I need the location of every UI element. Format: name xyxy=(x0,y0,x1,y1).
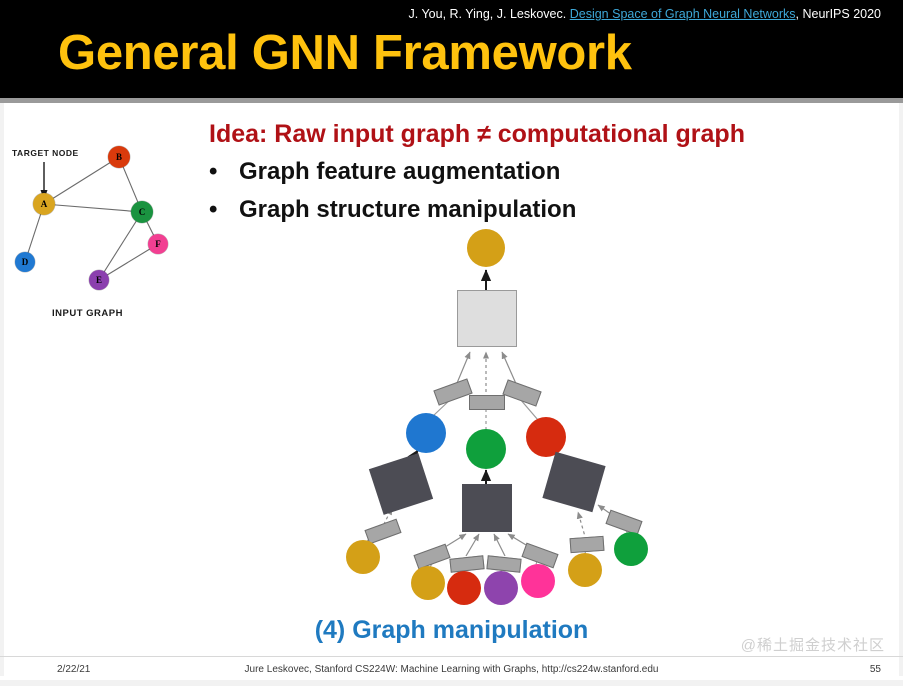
leaf-node-2-red xyxy=(447,571,481,605)
input-graph-node-e: E xyxy=(89,270,109,290)
input-graph-node-d: D xyxy=(15,252,35,272)
leaf-node-5-gold xyxy=(568,553,602,587)
citation-paper-link[interactable]: Design Space of Graph Neural Networks xyxy=(569,7,796,21)
citation-venue: , NeurIPS 2020 xyxy=(795,7,881,21)
tile-leaf-3 xyxy=(486,555,522,573)
tile-leaf-2 xyxy=(449,555,485,573)
input-graph-node-f: F xyxy=(148,234,168,254)
input-graph-node-a: A xyxy=(33,193,55,215)
slide-right-edge xyxy=(899,103,903,676)
leaf-node-1-gold xyxy=(411,566,445,600)
output-node xyxy=(467,229,505,267)
leaf-node-3-purple xyxy=(484,571,518,605)
level1-node-blue xyxy=(406,413,446,453)
aggregation-box-level1-1 xyxy=(462,484,512,532)
bullet-label-1: Graph structure manipulation xyxy=(239,196,577,223)
leaf-node-0-gold xyxy=(346,540,380,574)
footer-divider xyxy=(0,656,903,657)
footer-attribution: Jure Leskovec, Stanford CS224W: Machine … xyxy=(244,664,659,675)
input-graph-svg xyxy=(24,156,159,281)
footer-page-number: 55 xyxy=(869,664,881,675)
diagram-caption: (4) Graph manipulation xyxy=(314,616,589,644)
aggregation-box-level1-0 xyxy=(368,453,434,515)
edges-leaf-to-darkbox-center xyxy=(436,533,537,557)
tile-leaf-6 xyxy=(605,509,643,536)
leaf-node-4-pink xyxy=(521,564,555,598)
aggregation-box-top xyxy=(457,290,517,347)
tile-leaf-0 xyxy=(364,518,402,545)
input-graph-diagram: TARGET NODE INPUT GRAPH A B C D E F xyxy=(0,130,200,330)
input-graph-caption: INPUT GRAPH xyxy=(52,308,123,319)
aggregation-box-level1-2 xyxy=(542,451,606,513)
citation-bar: J. You, R. Ying, J. Leskovec. Design Spa… xyxy=(0,0,903,28)
bullet-marker-icon: • xyxy=(209,158,218,185)
input-graph-node-c: C xyxy=(131,201,153,223)
citation-authors: J. You, R. Ying, J. Leskovec. xyxy=(408,7,570,21)
target-node-label: TARGET NODE xyxy=(12,148,79,158)
bullet-label-0: Graph feature augmentation xyxy=(239,158,561,185)
title-band xyxy=(0,28,903,98)
input-graph-node-b: B xyxy=(108,146,130,168)
leaf-node-6-green xyxy=(614,532,648,566)
level1-node-green xyxy=(466,429,506,469)
tile-level1-left xyxy=(433,378,473,406)
slide-left-edge xyxy=(0,103,4,676)
idea-heading: Idea: Raw input graph ≠ computational gr… xyxy=(209,120,745,148)
footer-band xyxy=(0,680,903,686)
level1-node-red xyxy=(526,417,566,457)
tile-leaf-5 xyxy=(569,535,605,554)
watermark: @稀土掘金技术社区 xyxy=(740,637,885,654)
tile-level1-center xyxy=(469,395,505,410)
footer-date: 2/22/21 xyxy=(57,664,91,675)
bullet-item-1: • Graph structure manipulation xyxy=(209,196,576,224)
bullet-marker-icon: • xyxy=(209,196,218,223)
tile-level1-right xyxy=(502,379,542,407)
title-divider xyxy=(0,98,903,103)
page-title: General GNN Framework xyxy=(58,26,632,80)
bullet-item-0: • Graph feature augmentation xyxy=(209,158,560,186)
